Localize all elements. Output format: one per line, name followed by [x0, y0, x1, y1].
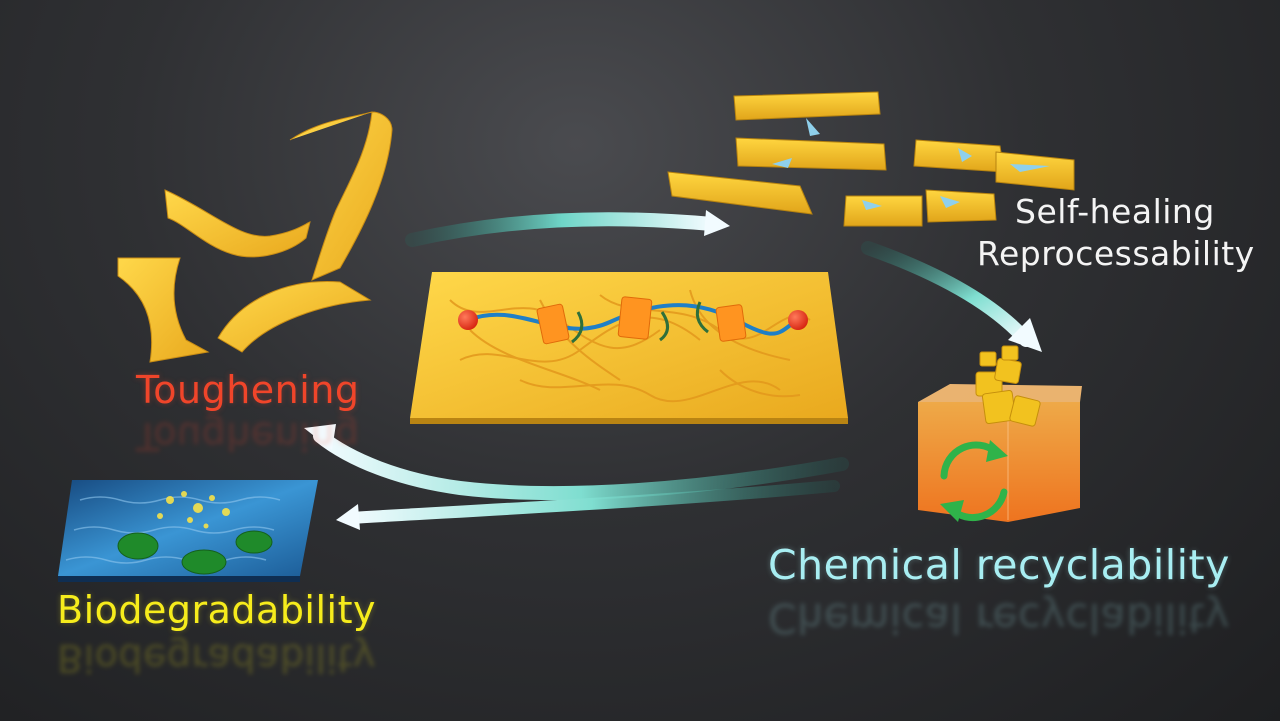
label-chemical-recyclability: Chemical recyclability: [768, 541, 1230, 589]
chain-end-node-right: [788, 310, 808, 330]
label-self-healing: Self-healing: [1015, 192, 1215, 231]
chain-end-node-left: [458, 310, 478, 330]
arrow-toughening-to-selfhealing: [405, 210, 730, 247]
arrow-recycle-to-toughening: [304, 424, 849, 501]
polymer-network-film: [410, 272, 848, 424]
twisted-polymer-films: [117, 111, 393, 363]
arrow-recycle-to-biodegradability: [336, 480, 840, 530]
label-biodegradability: Biodegradability: [57, 588, 376, 632]
broken-polymer-bars: [667, 91, 1075, 227]
label-reprocessability: Reprocessability: [977, 234, 1255, 273]
water-pool-degradation: [58, 480, 318, 582]
arrow-selfhealing-to-recycle: [861, 241, 1042, 352]
crosslink-blocks: [536, 296, 747, 345]
label-toughening: Toughening: [136, 368, 360, 412]
recycle-cube: [918, 345, 1082, 522]
